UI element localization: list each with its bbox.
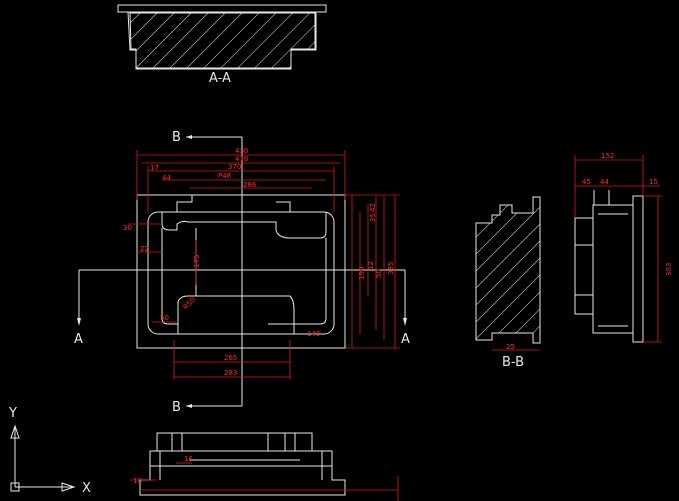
- cut-marker-a-left: A: [74, 332, 83, 347]
- dim-286: 286: [243, 181, 257, 189]
- dim-44b: 44: [600, 178, 609, 186]
- section-aa-label: A-A: [209, 71, 231, 86]
- cut-marker-a-right: A: [401, 332, 410, 347]
- section-bb-label: B-B: [502, 355, 524, 370]
- dim-370: 370: [228, 163, 241, 171]
- dim-416: 416: [235, 155, 249, 163]
- plan-view: B B A A 430 416 370 P48: [74, 130, 410, 415]
- dim-22: 22: [140, 245, 149, 253]
- dim-p48: P48: [218, 172, 231, 180]
- dim-385: 385: [387, 262, 395, 275]
- dim-430: 430: [235, 147, 248, 155]
- axis-x-label: X: [82, 481, 91, 496]
- dim-r50: R50: [182, 296, 197, 311]
- dim-35: 35: [369, 213, 377, 222]
- dim-152: 152: [601, 152, 614, 160]
- side-view: 152 45 44 15 303: [574, 152, 673, 343]
- dim-25: 25: [506, 343, 515, 351]
- dim-10: 10: [133, 477, 142, 485]
- section-bb-view: 25 B-B: [475, 196, 541, 370]
- axis-y-label: Y: [8, 406, 17, 421]
- cut-marker-b-top: B: [172, 130, 181, 145]
- dim-44: 44: [162, 174, 171, 182]
- dim-50: 50: [160, 314, 169, 322]
- dim-16: 16: [184, 455, 193, 463]
- dim-283: 283: [224, 369, 237, 377]
- cut-marker-b-bottom: B: [172, 400, 181, 415]
- dim-50b: 50: [375, 269, 383, 278]
- dim-175: 175: [193, 255, 201, 268]
- dim-45: 45: [582, 178, 591, 186]
- dim-17: 17: [150, 164, 159, 172]
- dim-140: 140: [307, 330, 320, 338]
- dim-30: 30: [123, 224, 132, 232]
- ucs-axis-icon: Y X: [8, 406, 91, 496]
- dim-15: 15: [649, 178, 658, 186]
- dim-12: 12: [367, 261, 375, 270]
- dim-303: 303: [665, 263, 673, 276]
- section-aa-view: A-A: [117, 4, 327, 86]
- dim-265: 265: [224, 354, 237, 362]
- dim-42: 42: [369, 203, 377, 212]
- dim-190: 190: [358, 267, 366, 280]
- front-view: 10 16: [130, 432, 399, 501]
